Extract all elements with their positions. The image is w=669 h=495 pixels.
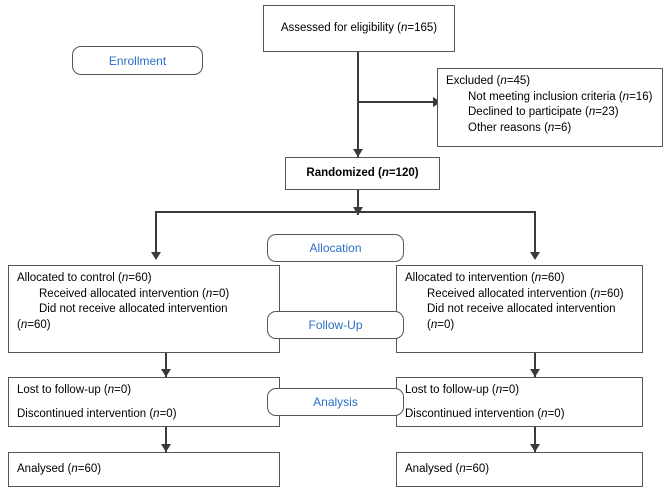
connector-alloc-right-to-followup — [534, 353, 536, 377]
allocation-right-line: Received allocated intervention (n=60) — [427, 287, 624, 300]
excluded-reason: Declined to participate (n=23) — [468, 106, 619, 118]
arrowhead-to-allocation-right — [530, 252, 540, 260]
analysis-left-text: Analysed (n=60) — [17, 463, 102, 475]
node-assessed-for-eligibility: Assessed for eligibility (n=165) — [263, 5, 455, 52]
enrollment-label-text: Enrollment — [108, 53, 167, 68]
stage-label-enrollment: Enrollment — [72, 46, 203, 75]
node-randomized: Randomized (n=120) — [285, 157, 440, 190]
connector-assessed-to-excluded — [357, 101, 433, 103]
analysis-right-text: Analysed (n=60) — [405, 463, 490, 475]
connector-split-left — [155, 211, 157, 257]
allocation-left-line: (n=60) — [17, 318, 51, 331]
allocation-right-heading: Allocated to intervention (n=60) — [405, 272, 565, 284]
arrowhead-to-randomized — [353, 149, 363, 157]
analysis-label-text: Analysis — [313, 395, 358, 409]
allocation-right-line: Did not receive allocated intervention (… — [427, 303, 616, 331]
node-followup-left: Lost to follow-up (n=0) Discontinued int… — [8, 377, 280, 427]
node-excluded: Excluded (n=45) Not meeting inclusion cr… — [437, 68, 663, 147]
excluded-reason: Not meeting inclusion criteria (n=16) — [468, 90, 653, 103]
arrowhead-followup-right — [530, 369, 540, 377]
stage-label-analysis: Analysis — [267, 388, 404, 416]
randomized-text: Randomized (n=120) — [306, 166, 419, 179]
stage-label-followup: Follow-Up — [267, 311, 404, 339]
allocation-left-line: Received allocated intervention (n=0) — [39, 287, 230, 300]
followup-label-text: Follow-Up — [308, 318, 363, 332]
excluded-reason: Other reasons (n=6) — [468, 121, 572, 134]
assessed-text: Assessed for eligibility (n=165) — [280, 21, 438, 34]
node-followup-right: Lost to follow-up (n=0) Discontinued int… — [396, 377, 643, 427]
connector-split-horizontal — [155, 211, 535, 213]
node-allocation-right: Allocated to intervention (n=60) Receive… — [396, 265, 643, 353]
connector-assessed-to-randomized — [357, 52, 359, 157]
node-allocation-left: Allocated to control (n=60) Received all… — [8, 265, 280, 353]
connector-randomized-down — [357, 190, 359, 215]
node-analysis-left: Analysed (n=60) — [8, 452, 280, 487]
connector-followup-right-to-analysis — [534, 427, 536, 452]
followup-right-line: Lost to follow-up (n=0) — [405, 384, 520, 396]
connector-alloc-left-to-followup — [165, 353, 167, 377]
followup-right-line: Discontinued intervention (n=0) — [405, 407, 565, 420]
allocation-label-text: Allocation — [309, 241, 362, 255]
followup-left-line: Discontinued intervention (n=0) — [17, 407, 177, 420]
arrowhead-analysis-right — [530, 444, 540, 452]
allocation-left-heading: Allocated to control (n=60) — [17, 272, 152, 284]
arrowhead-analysis-left — [161, 444, 171, 452]
connector-followup-left-to-analysis — [165, 427, 167, 452]
arrowhead-followup-left — [161, 369, 171, 377]
arrowhead-to-allocation-left — [151, 252, 161, 260]
followup-left-line: Lost to follow-up (n=0) — [17, 384, 132, 396]
connector-split-right — [534, 211, 536, 257]
node-analysis-right: Analysed (n=60) — [396, 452, 643, 487]
excluded-heading: Excluded (n=45) — [446, 75, 531, 87]
allocation-left-line: Did not receive allocated intervention — [39, 303, 228, 315]
stage-label-allocation: Allocation — [267, 234, 404, 262]
